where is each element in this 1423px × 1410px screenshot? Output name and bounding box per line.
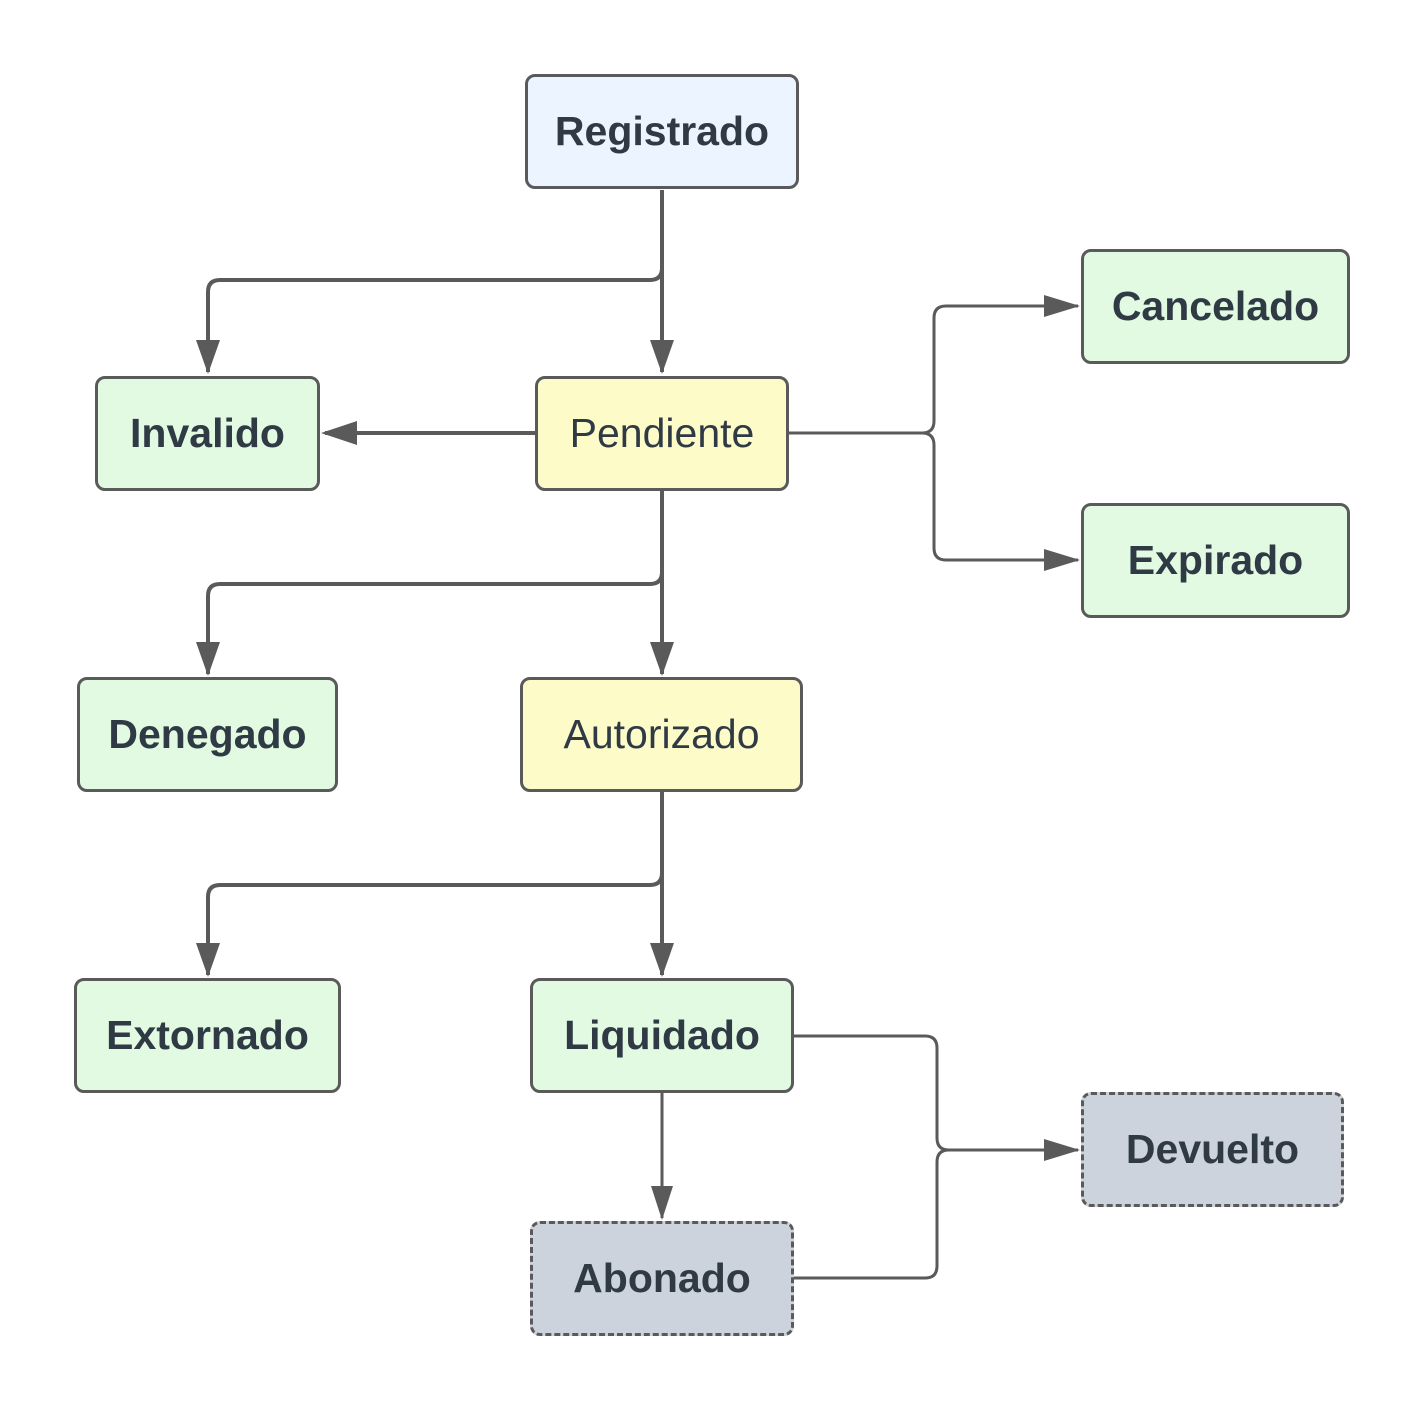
node-denegado-label: Denegado — [108, 711, 307, 757]
arrow-devuelto — [1044, 1139, 1080, 1161]
node-cancelado: Cancelado — [1081, 249, 1350, 364]
node-expirado: Expirado — [1081, 503, 1350, 618]
arrow-pendiente-expirado — [1044, 549, 1080, 571]
node-autorizado-label: Autorizado — [563, 711, 760, 757]
node-liquidado-label: Liquidado — [564, 1012, 760, 1058]
node-devuelto: Devuelto — [1081, 1092, 1344, 1207]
edge-pendiente-expirado — [921, 431, 1078, 562]
edge-registrado-invalido — [206, 190, 664, 372]
node-pendiente: Pendiente — [535, 376, 789, 491]
node-denegado: Denegado — [77, 677, 338, 792]
node-extornado: Extornado — [74, 978, 341, 1093]
node-invalido: Invalido — [95, 376, 320, 491]
node-registrado: Registrado — [525, 74, 799, 189]
edge-pendiente-cancelado — [789, 304, 1078, 435]
node-registrado-label: Registrado — [554, 108, 770, 154]
arrow-registrado-pendiente — [650, 340, 674, 374]
edge-abonado-devuelto — [793, 1148, 950, 1280]
node-pendiente-label: Pendiente — [569, 410, 755, 456]
edge-liquidado-devuelto — [793, 1034, 1078, 1152]
arrow-registrado-invalido — [196, 340, 220, 374]
node-abonado-label: Abonado — [573, 1255, 751, 1301]
node-autorizado: Autorizado — [520, 677, 803, 792]
node-invalido-label: Invalido — [130, 410, 285, 456]
node-abonado: Abonado — [530, 1221, 794, 1336]
arrow-liquidado-abonado — [651, 1186, 673, 1220]
node-devuelto-label: Devuelto — [1125, 1126, 1300, 1172]
node-expirado-label: Expirado — [1127, 537, 1304, 583]
node-liquidado: Liquidado — [530, 978, 794, 1093]
arrow-pendiente-cancelado — [1044, 295, 1080, 317]
arrow-pendiente-invalido — [321, 421, 357, 445]
arrow-pendiente-denegado — [196, 642, 220, 676]
edge-pendiente-denegado — [206, 491, 664, 674]
arrow-autorizado-extornado — [196, 943, 220, 977]
edge-autorizado-extornado — [206, 792, 664, 975]
arrow-pendiente-autorizado — [650, 642, 674, 676]
node-cancelado-label: Cancelado — [1111, 283, 1320, 329]
arrow-autorizado-liquidado — [650, 943, 674, 977]
node-extornado-label: Extornado — [106, 1012, 309, 1058]
